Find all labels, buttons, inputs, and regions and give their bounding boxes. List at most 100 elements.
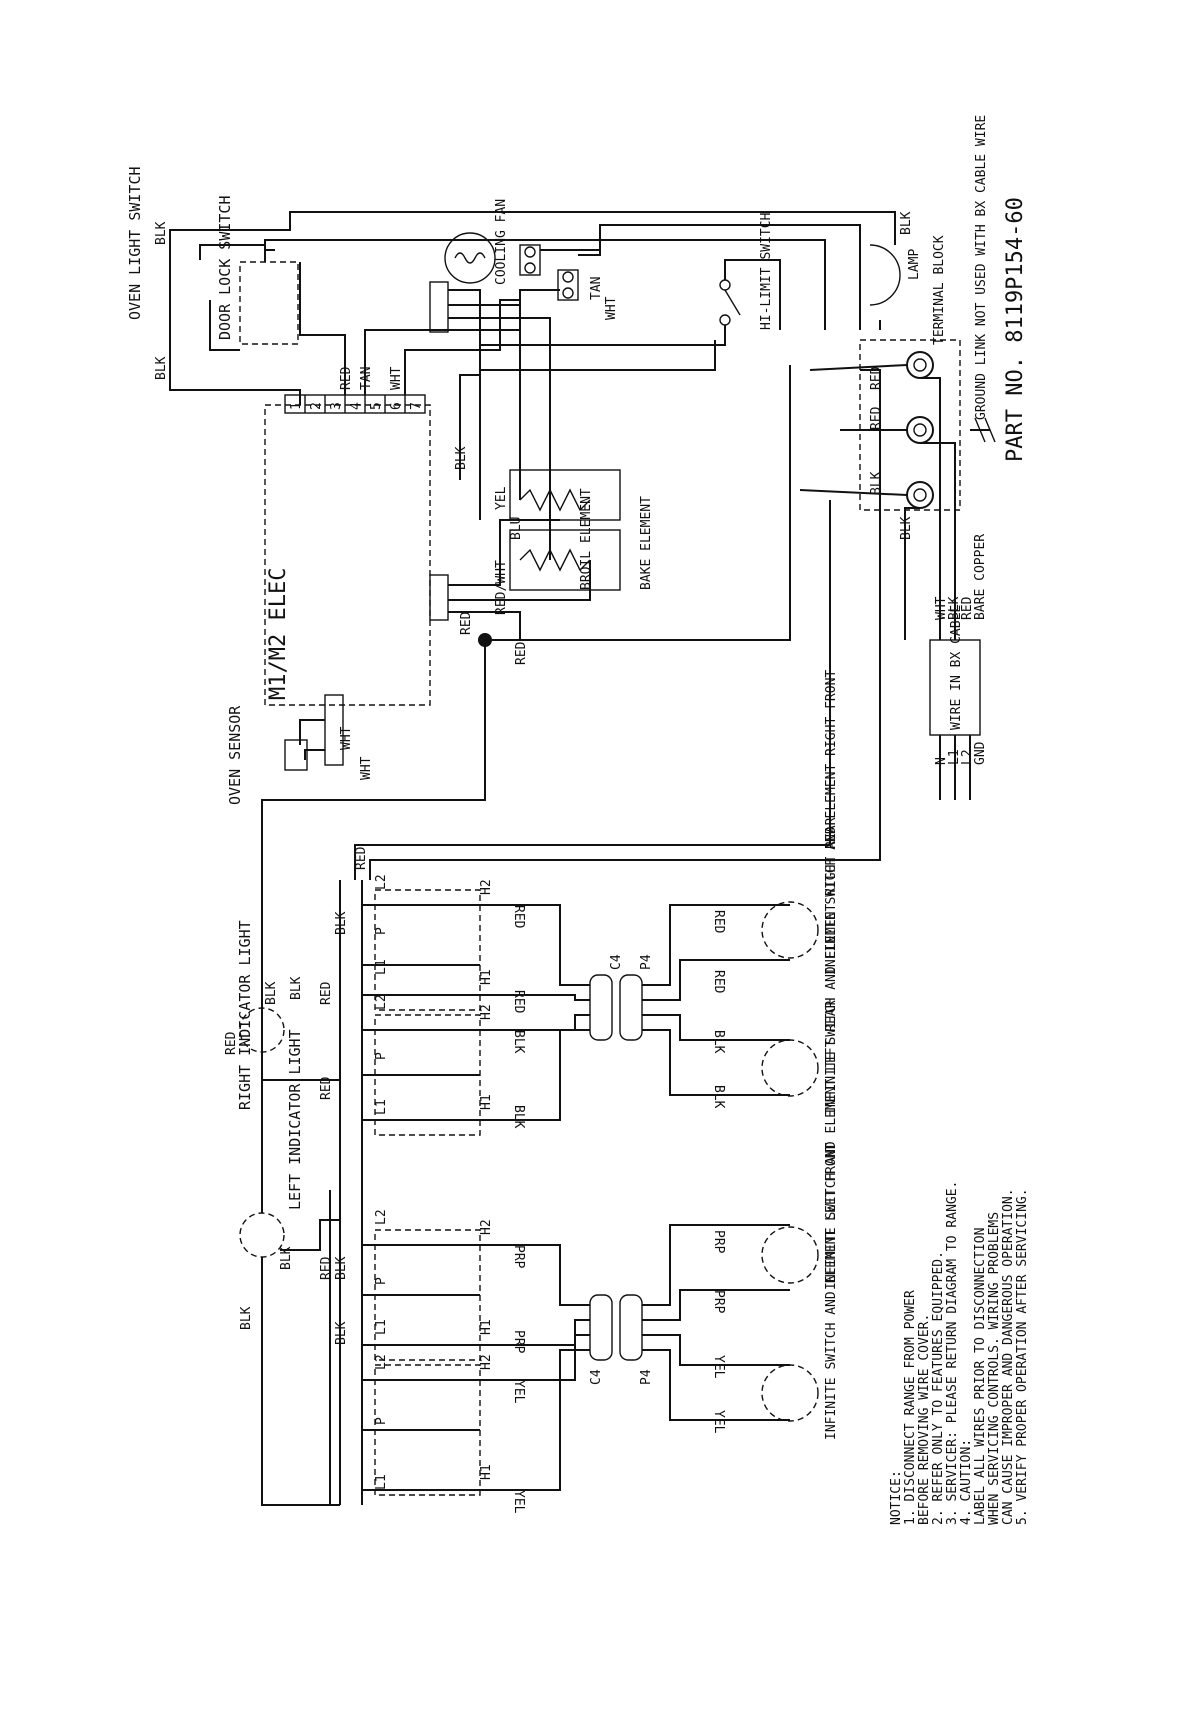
control-label: M1/M2 ELEC: [266, 568, 291, 700]
bx-terminal-label: L1: [947, 749, 962, 765]
notice-line: BEFORE REMOVING WIRE COVER.: [917, 1314, 932, 1525]
wire-label: PRP: [511, 1330, 526, 1354]
part-number: PART NO. 8119P154-60: [1003, 197, 1028, 462]
lamp-icon: [869, 244, 901, 306]
terminal-label: H2: [479, 879, 494, 895]
bx-cable-label: WIRE IN BX CABLE: [949, 605, 964, 730]
wire-label: YEL: [511, 1490, 526, 1514]
bx-terminal-label: L2: [960, 749, 975, 765]
terminal-label: H1: [479, 1464, 494, 1480]
wire-label: BLU: [509, 517, 524, 540]
cooling-fan-icon: [444, 232, 496, 284]
wire-label: RED: [319, 1256, 334, 1280]
ground-link-note: GROUND LINK NOT USED WITH BX CABLE WIRE: [974, 115, 989, 420]
left-indicator-light-icon: [239, 1212, 285, 1258]
wire-label: RED: [711, 910, 726, 934]
switch-right-front: [374, 889, 481, 1011]
wire-label: RED: [711, 970, 726, 994]
wire-label: BLK: [334, 1321, 349, 1345]
control-board: [264, 404, 431, 706]
wire-label: BLK: [334, 1256, 349, 1280]
terminal-label: L1: [374, 1319, 389, 1335]
terminal-label: H2: [479, 1004, 494, 1020]
terminal-label: P: [374, 1052, 389, 1060]
wire-label: PRP: [711, 1230, 726, 1254]
element-left-front-icon: [761, 1364, 819, 1422]
wire-label: BLK: [711, 1085, 726, 1109]
terminal-label: H2: [479, 1354, 494, 1370]
wire-label: PRP: [711, 1290, 726, 1314]
wire-label: BLK: [154, 221, 169, 245]
oven-sensor-label: OVEN SENSOR: [226, 705, 244, 805]
wire-label: YEL: [494, 486, 509, 510]
bx-wire-label: WHT: [934, 596, 949, 620]
broil-element: [519, 488, 591, 512]
terminal-block: [859, 339, 961, 511]
connector-label: C4: [589, 1369, 604, 1385]
element-right-front-label: INFINITE SWITCH AND ELEMENT RIGHT FRONT: [824, 670, 839, 975]
wire-label: BLK: [869, 471, 884, 495]
bake-element-label: BAKE ELEMENT: [639, 496, 654, 590]
connector-label: C4: [609, 954, 624, 970]
wire-label: BLK: [899, 211, 914, 235]
wire-label: BLK: [511, 1030, 526, 1054]
notice-line: 4. CAUTION:: [959, 1439, 974, 1525]
connector-label: P4: [639, 1369, 654, 1385]
wire-label: BLK: [279, 1246, 294, 1270]
bx-wire-label: BLK: [947, 596, 962, 620]
wire-label: BLK: [154, 356, 169, 380]
notice-line: 5. VERIFY PROPER OPERATION AFTER SERVICI…: [1015, 1188, 1030, 1525]
element-right-front-icon: [761, 901, 819, 959]
wire-label: BLK: [454, 446, 469, 470]
left-indicator-label: LEFT INDICATOR LIGHT: [286, 1029, 304, 1210]
notice-line: WHEN SERVICING CONTROLS. WIRING PROBLEMS: [987, 1212, 1002, 1525]
wire-label: BLK: [511, 1105, 526, 1129]
p2-pin: 3: [329, 402, 344, 410]
p2-pin: 4: [349, 402, 364, 410]
element-left-rear-label: INFINITE SWITCH AND ELEMENT LEFT REAR: [824, 1000, 839, 1290]
connector-label: P4: [639, 954, 654, 970]
oven-sensor-icon: [284, 739, 308, 771]
notice-block: NOTICE: 1. DISCONNECT RANGE FROM POWER B…: [889, 1181, 1030, 1525]
bx-wire-label: RED: [960, 596, 975, 620]
wire-label: YEL: [711, 1355, 726, 1379]
p2-connector: [284, 394, 426, 414]
terminal-label: H1: [479, 1094, 494, 1110]
wire-label: RED: [354, 846, 369, 870]
p2-pin: 1: [289, 402, 304, 410]
wire-label: BLK: [289, 976, 304, 1000]
p4-connector: [429, 281, 449, 333]
terminal-label: H1: [479, 1319, 494, 1335]
wire-label: BLK: [711, 1030, 726, 1054]
bottom-wiring: [239, 880, 819, 1506]
terminal-label: P: [374, 1277, 389, 1285]
wire-label: RED: [511, 905, 526, 929]
wire-label: RED: [869, 406, 884, 430]
wire-label: YEL: [511, 1380, 526, 1404]
wire-label: TAN: [589, 277, 604, 300]
terminal-label: L1: [374, 959, 389, 975]
right-indicator-label: RIGHT INDICATOR LIGHT: [236, 920, 254, 1110]
wire-label: YEL: [711, 1410, 726, 1434]
p4-connector-right: [619, 974, 643, 1041]
top-wiring: [169, 211, 996, 1000]
wire-label: RED: [511, 990, 526, 1014]
wire-label: RED: [869, 366, 884, 390]
notice-line: 3. SERVICER: PLEASE RETURN DIAGRAM TO RA…: [945, 1181, 960, 1525]
terminal-label: L1: [374, 1099, 389, 1115]
terminal-label: P: [374, 1417, 389, 1425]
wire-label: RED: [319, 1076, 334, 1100]
terminal-label: H2: [479, 1219, 494, 1235]
c4-connector-right: [589, 974, 613, 1041]
element-right-rear-label: INFINITE SWITCH AND ELEMENT RIGHT REAR: [824, 817, 839, 1115]
wire-label: BLK: [899, 516, 914, 540]
element-right-rear-icon: [761, 1039, 819, 1097]
wire-label: BLK: [334, 911, 349, 935]
notice-line: LABEL ALL WIRES PRIOR TO DISCONNECTION: [973, 1228, 988, 1525]
p2-pin: 7: [409, 402, 424, 410]
wire-label: TAN: [359, 367, 374, 390]
terminal-label: L2: [374, 994, 389, 1010]
terminal-label: P: [374, 927, 389, 935]
lamp-label: LAMP: [907, 249, 922, 280]
